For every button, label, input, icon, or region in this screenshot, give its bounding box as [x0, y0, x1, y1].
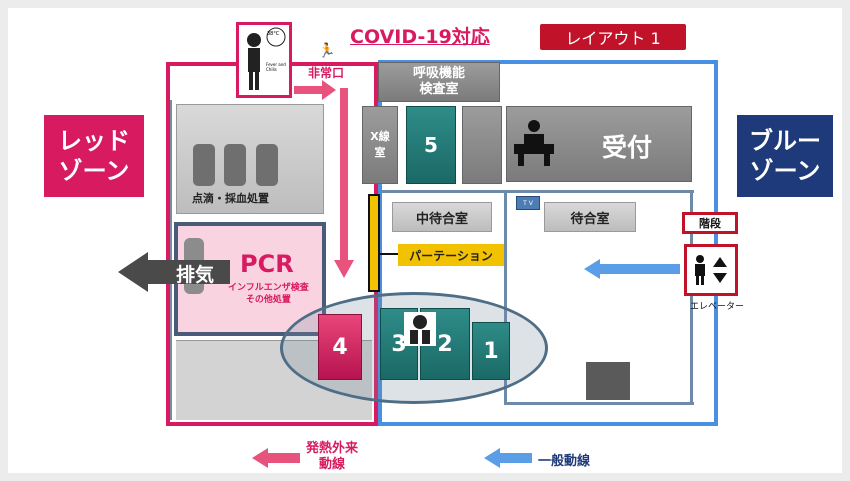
room-4: 4 [318, 314, 362, 380]
poster-text: Fever and Chills [266, 62, 286, 72]
partition-pointer [380, 253, 398, 255]
fever-person-icon [247, 27, 286, 90]
gray-room [462, 106, 502, 184]
pcr-subtitle: インフルエンザ検査 その他処置 [228, 283, 309, 305]
drip-room-label: 点滴・採血処置 [192, 192, 269, 205]
partition-bar [368, 194, 380, 292]
page-title: COVID-19対応 [350, 26, 490, 48]
layout-badge: レイアウト 1 [540, 24, 686, 50]
wall-line [504, 402, 694, 405]
general-flow-arrow [584, 259, 680, 279]
partition-label: パーテーション [398, 244, 504, 266]
receptionist-icon [514, 120, 554, 166]
bed-icon [193, 144, 215, 186]
elevator-label: エレベーター [690, 302, 745, 312]
bed-icon [256, 144, 278, 186]
exhaust-label: 排気 [176, 264, 215, 286]
fever-poster [236, 22, 292, 98]
elevator-icon [684, 244, 738, 296]
tv-icon: T V [516, 196, 540, 210]
respiratory-room: 呼吸機能 検査室 [378, 62, 500, 102]
poster-temp: 38°C [267, 31, 280, 37]
fever-legend-arrow [252, 448, 300, 468]
middle-waiting-room: 中待合室 [392, 202, 492, 232]
wall-line [690, 190, 693, 404]
pcr-title: PCR [240, 250, 294, 278]
doctor-icon [404, 312, 436, 346]
room-1: 1 [472, 322, 510, 380]
machine-block [586, 362, 630, 400]
fever-legend-label: 発熱外来 動線 [306, 441, 359, 472]
blue-zone-border [378, 60, 718, 426]
xray-room: X線 室 [362, 106, 398, 184]
exit-runner-icon: 🏃 [318, 43, 336, 59]
red-zone-label: レッド ゾーン [44, 115, 144, 197]
reception-label: 受付 [602, 133, 653, 162]
waiting-room: 待合室 [544, 202, 636, 232]
blue-zone-label: ブルー ゾーン [737, 115, 833, 197]
general-legend-label: 一般動線 [538, 454, 591, 469]
bed-icon [224, 144, 246, 186]
emergency-exit-label: 非常口 [308, 66, 345, 80]
fever-flow-arrow [294, 80, 354, 278]
wall-line [504, 190, 507, 404]
stairs-label: 階段 [682, 212, 738, 234]
room-5: 5 [406, 106, 456, 184]
general-legend-arrow [484, 448, 532, 468]
blue-inner-line [382, 190, 694, 422]
exhaust-arrow [118, 252, 230, 292]
